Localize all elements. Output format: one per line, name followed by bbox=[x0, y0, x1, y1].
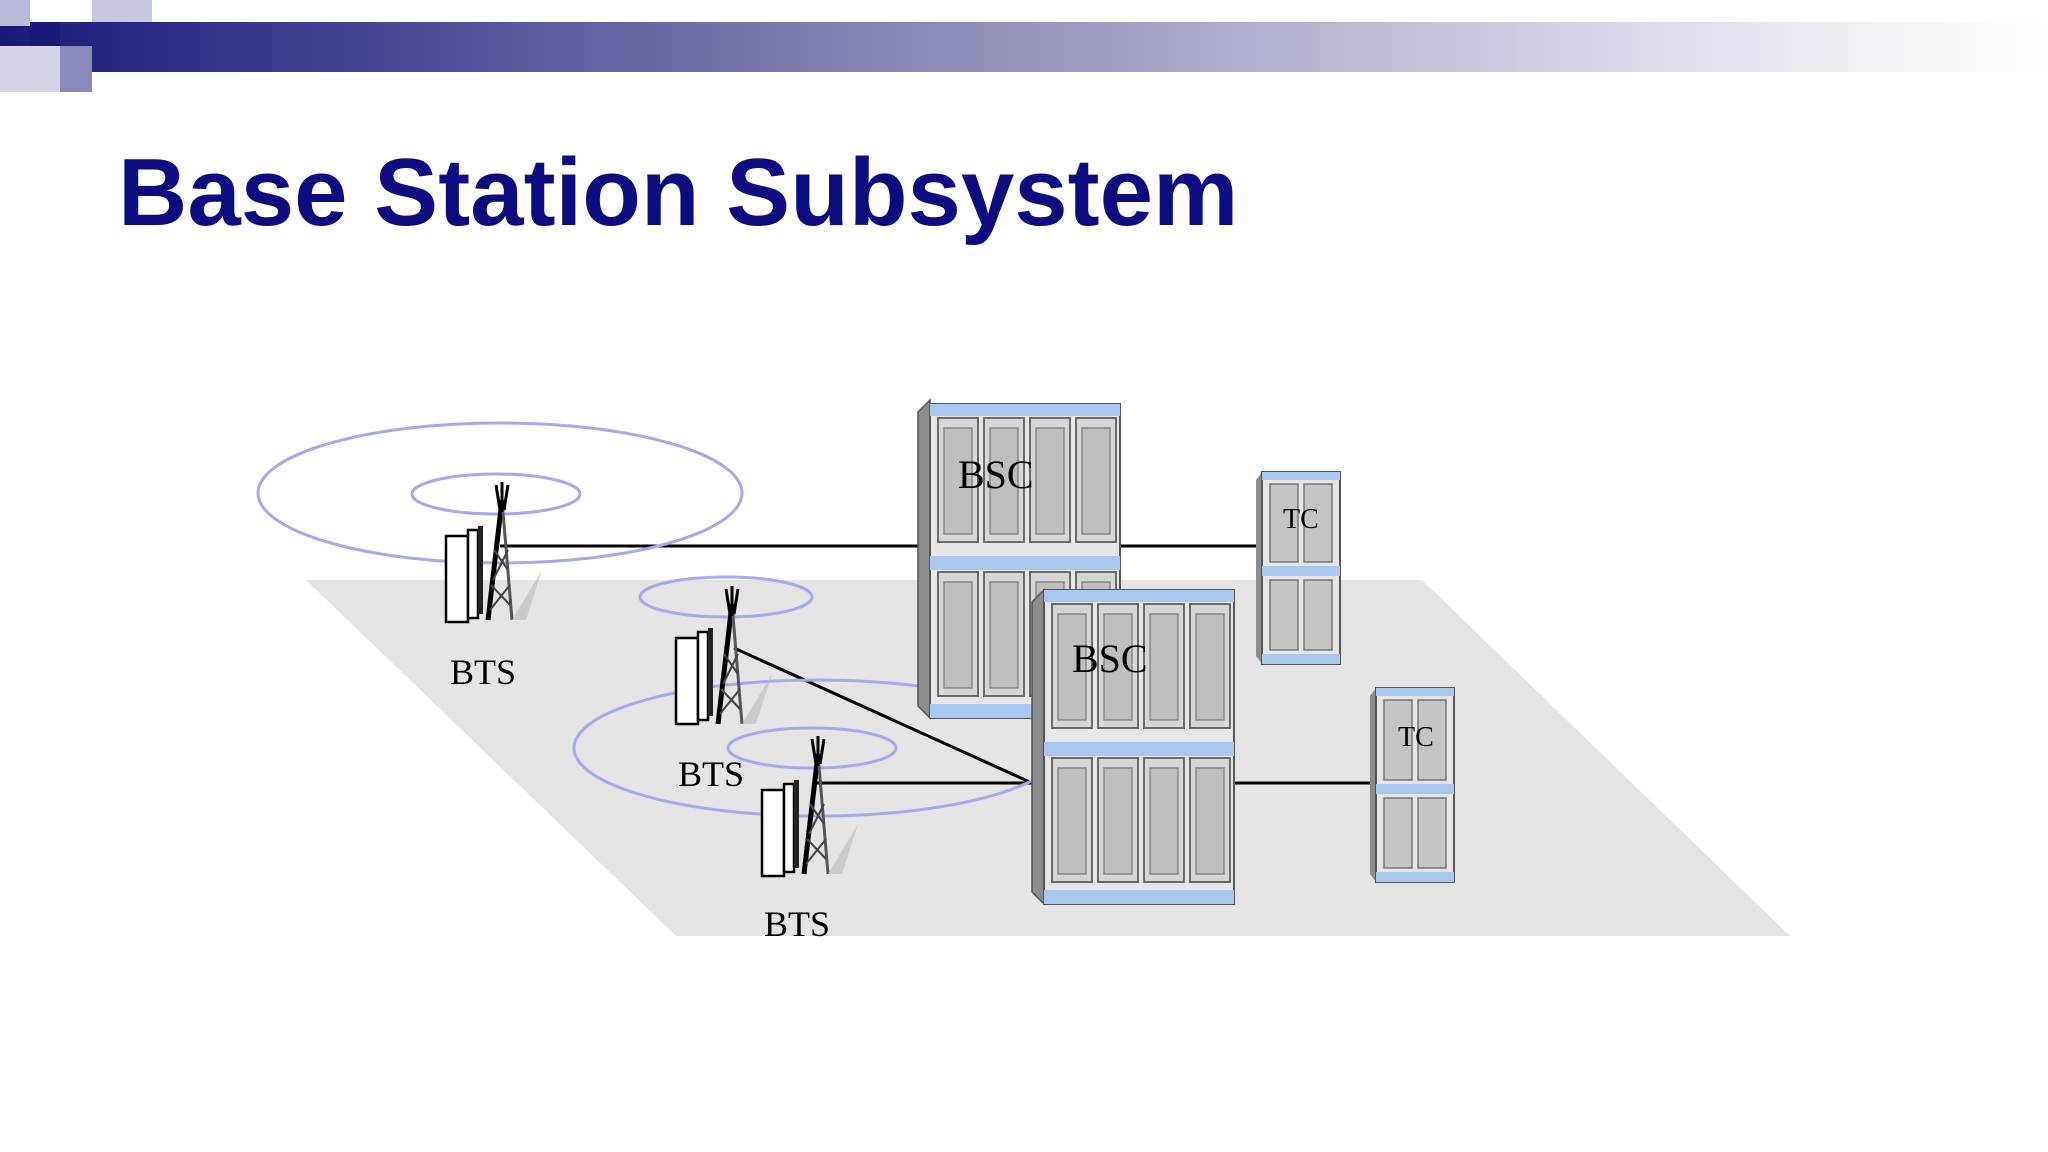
connection-lines bbox=[500, 544, 1376, 785]
banner-square-1 bbox=[0, 0, 30, 26]
bts-label-1: BTS bbox=[450, 652, 516, 692]
bsc-cabinet-2 bbox=[1031, 588, 1235, 906]
slide-title: Base Station Subsystem bbox=[118, 139, 1239, 246]
bts-label-2: BTS bbox=[678, 754, 744, 794]
bsc-label-1: BSC bbox=[958, 452, 1034, 497]
banner-square-3 bbox=[60, 46, 92, 92]
tc-label-1: TC bbox=[1283, 504, 1319, 535]
tc-cabinet-2 bbox=[1370, 687, 1455, 883]
bts-label-3: BTS bbox=[764, 904, 830, 944]
banner-square-2 bbox=[30, 22, 60, 46]
tc-label-2: TC bbox=[1398, 722, 1434, 753]
bsc-label-2: BSC bbox=[1072, 636, 1148, 681]
banner-square-5 bbox=[0, 46, 60, 92]
banner-square-4 bbox=[92, 0, 152, 22]
tc-cabinet-1 bbox=[1256, 471, 1341, 665]
header-banner bbox=[0, 22, 2048, 72]
